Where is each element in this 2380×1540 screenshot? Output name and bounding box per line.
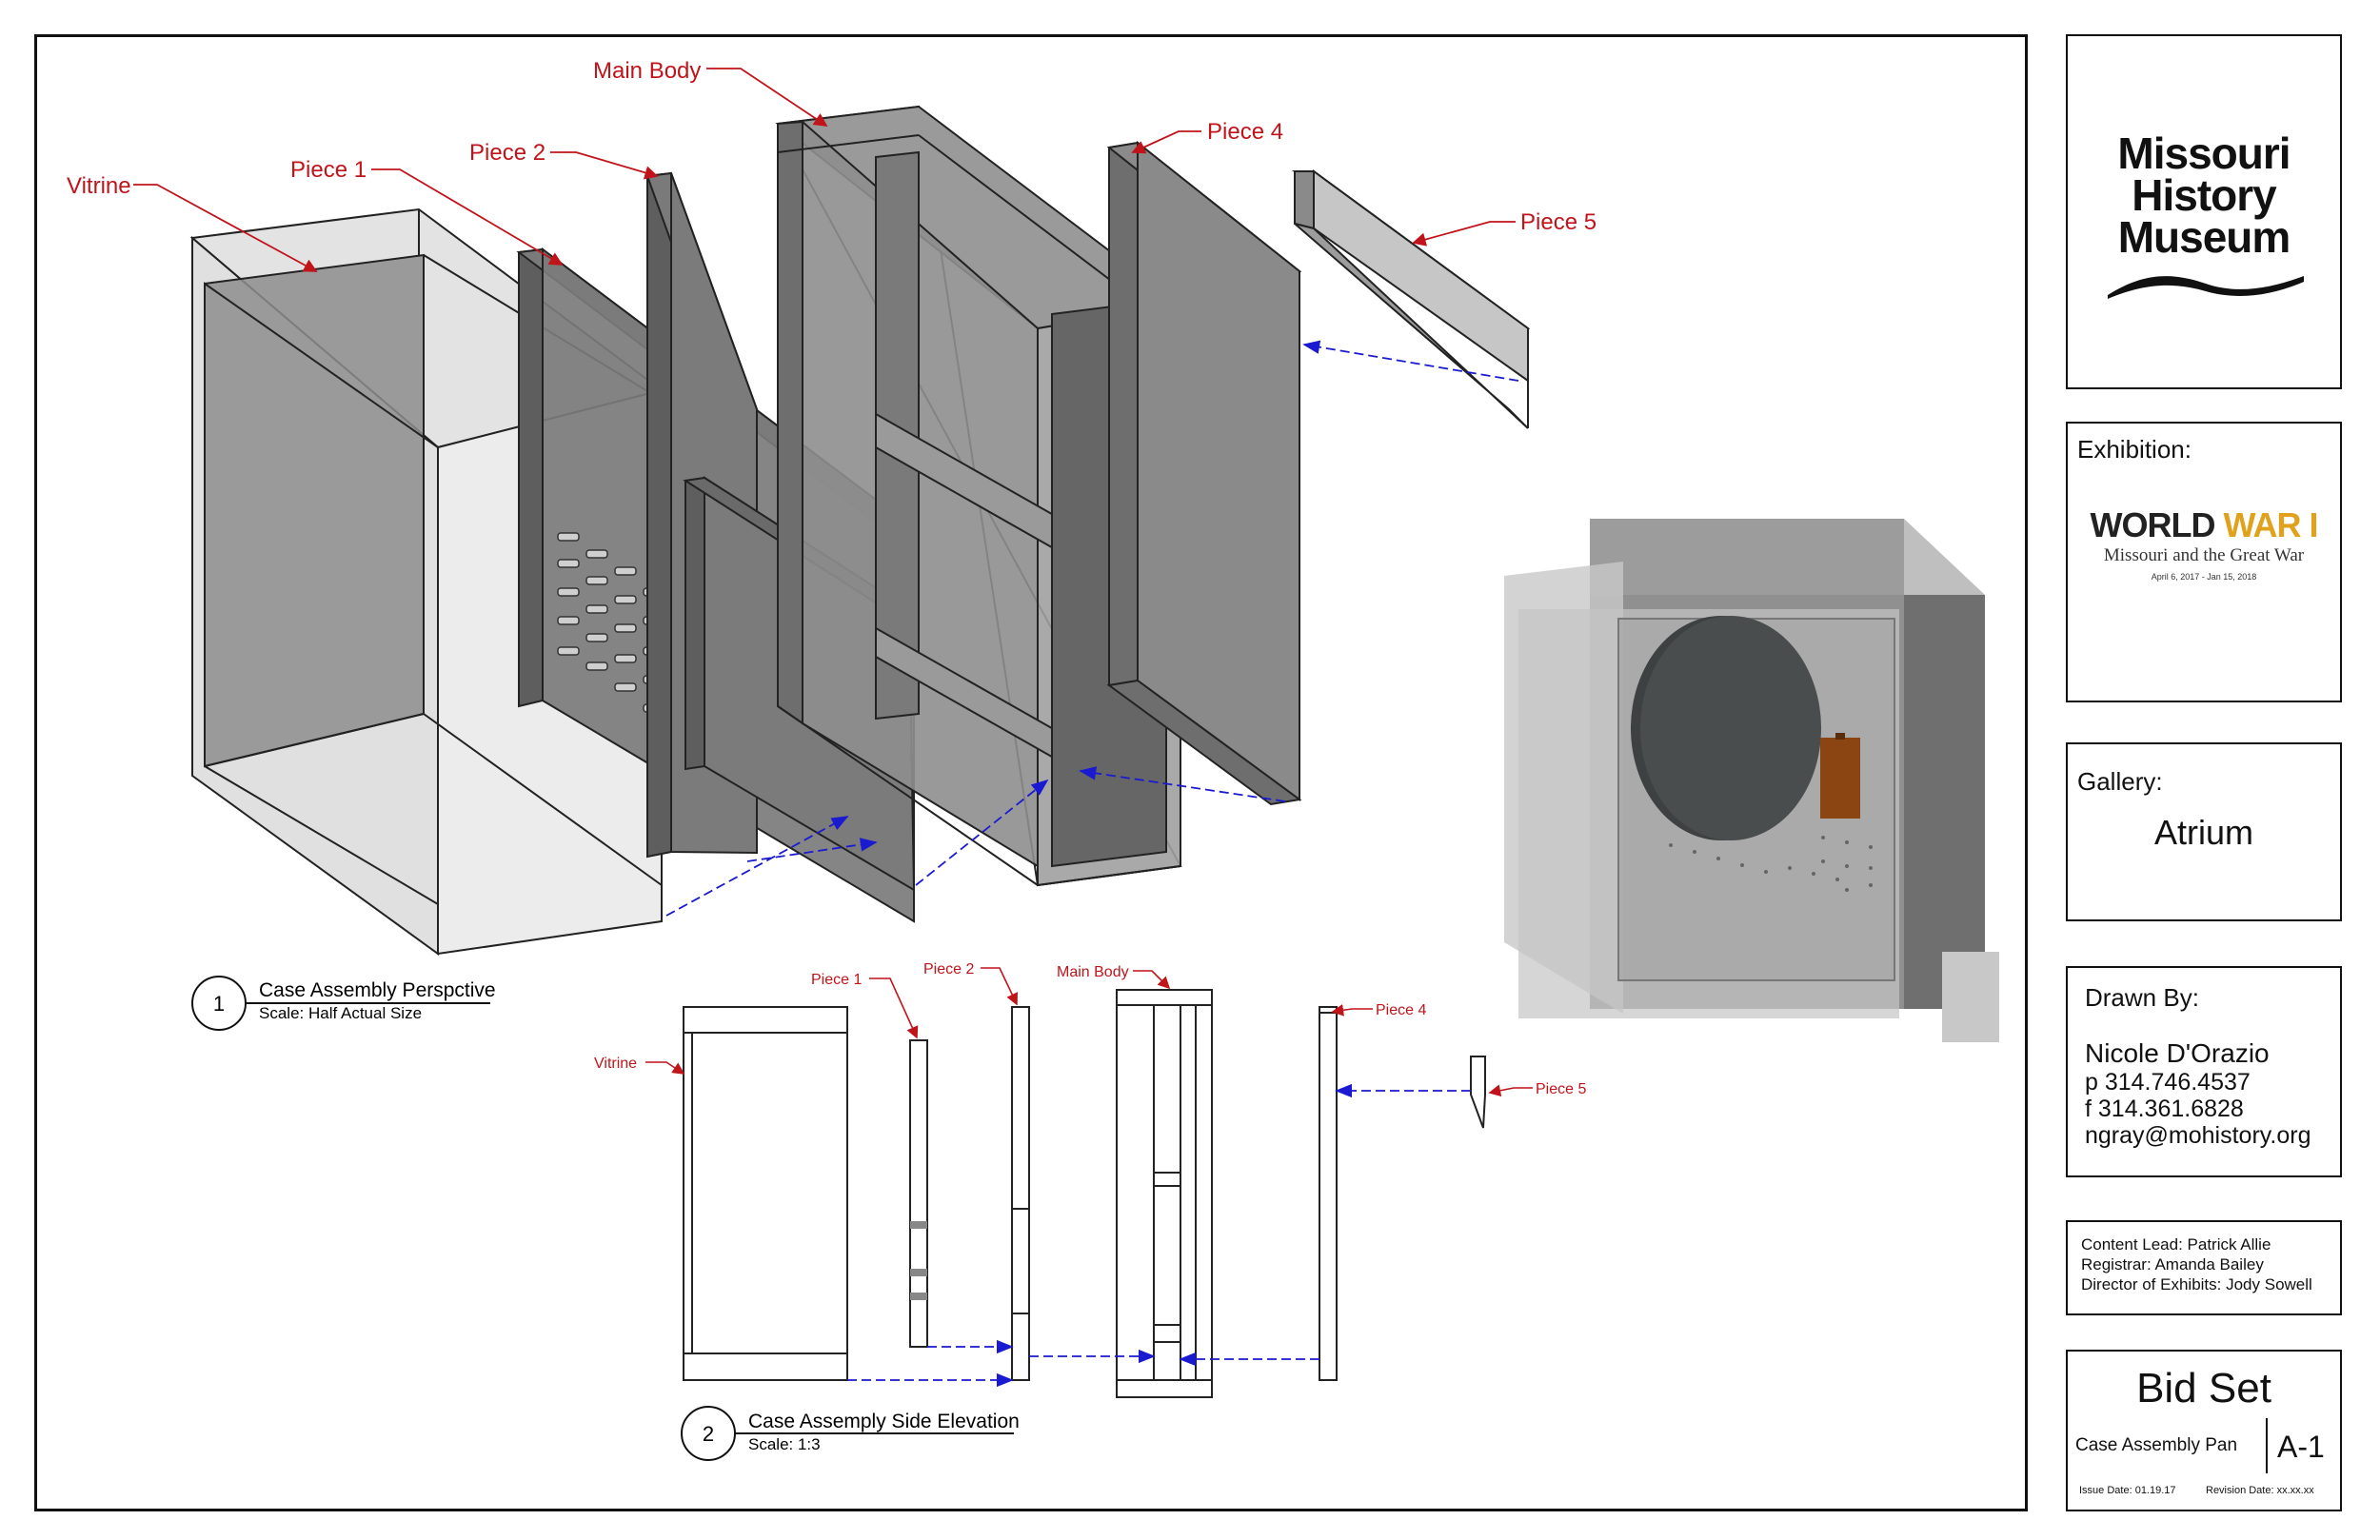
gallery-box: Gallery: Atrium [2066, 742, 2342, 921]
callout-piece2: Piece 2 [469, 140, 545, 166]
assembly-arrows-perspective [665, 340, 1519, 917]
view1-number: 1 [213, 992, 225, 1016]
view1-scale: Scale: Half Actual Size [259, 1004, 422, 1022]
gallery-label: Gallery: [2077, 767, 2163, 796]
drawn-by-box: Drawn By: Nicole D'Orazio p 314.746.4537… [2066, 966, 2342, 1177]
view2-label: 2 Case Assemply Side Elevation Scale: 1:… [681, 1406, 1020, 1461]
view2-scale: Scale: 1:3 [748, 1435, 821, 1453]
drawn-by-label: Drawn By: [2085, 983, 2199, 1012]
logo-wave-icon [2108, 276, 2304, 299]
sheet-info-box: Bid Set Case Assembly Pan A-1 Issue Date… [2066, 1350, 2342, 1511]
elev-callout-piece5: Piece 5 [1536, 1081, 1586, 1097]
exhibition-label: Exhibition: [2077, 435, 2192, 464]
view2-number: 2 [703, 1422, 714, 1446]
callout-piece1: Piece 1 [290, 157, 367, 183]
piece4-perspective [1106, 140, 1302, 806]
logo-line-3: Museum [2117, 212, 2291, 262]
elev-callout-piece2: Piece 2 [923, 961, 974, 977]
sheet-title: Case Assembly Pan [2075, 1435, 2238, 1455]
case-render-preview [1504, 519, 1999, 1042]
staff-box: Content Lead: Patrick Allie Registrar: A… [2066, 1220, 2342, 1315]
callout-piece5: Piece 5 [1520, 209, 1597, 235]
callout-vitrine: Vitrine [67, 173, 131, 199]
exhibition-box: Exhibition: WORLD WAR I Missouri and the… [2066, 422, 2342, 702]
logo-line-2: History [2132, 170, 2276, 220]
exhibition-dates: April 6, 2017 - Jan 15, 2018 [2151, 572, 2257, 582]
callout-leaders [133, 68, 1516, 272]
gallery-name: Atrium [2153, 813, 2253, 852]
content-lead: Content Lead: Patrick Allie [2081, 1235, 2271, 1254]
elev-callout-piece1: Piece 1 [811, 972, 862, 988]
drawn-by-email: ngray@mohistory.org [2085, 1122, 2311, 1149]
exhibition-title: WORLD WAR I [2068, 505, 2340, 545]
assembly-arrows-elevation [847, 1083, 1471, 1388]
set-name: Bid Set [2136, 1365, 2271, 1412]
callout-main-body: Main Body [593, 58, 701, 84]
view2-title: Case Assemply Side Elevation [748, 1411, 1020, 1432]
elev-callout-piece4: Piece 4 [1376, 1002, 1426, 1018]
drawn-by-fax: f 314.361.6828 [2085, 1096, 2244, 1122]
sheet-number: A-1 [2277, 1430, 2325, 1464]
museum-logo-box: Missouri History Museum [2066, 34, 2342, 389]
elev-callout-main-body: Main Body [1057, 964, 1129, 980]
side-elevation [683, 989, 1486, 1398]
drawn-by-name: Nicole D'Orazio [2085, 1038, 2270, 1068]
logo-line-1: Missouri [2117, 128, 2291, 178]
exhibition-subtitle: Missouri and the Great War [2103, 545, 2305, 565]
view1-title: Case Assembly Perspctive [259, 979, 496, 1001]
exhibition-title-part2: WAR I [2223, 505, 2318, 544]
director-of-exhibits: Director of Exhibits: Jody Sowell [2081, 1275, 2312, 1293]
registrar: Registrar: Amanda Bailey [2081, 1255, 2264, 1273]
drawn-by-phone: p 314.746.4537 [2085, 1069, 2251, 1096]
issue-date: Issue Date: 01.19.17 [2079, 1485, 2176, 1496]
piece5-perspective [1292, 169, 1531, 429]
exhibition-title-part1: WORLD [2090, 505, 2216, 544]
elevation-leaders [645, 967, 1533, 1097]
callout-piece4: Piece 4 [1207, 119, 1283, 145]
elev-callout-vitrine: Vitrine [594, 1056, 637, 1072]
revision-date: Revision Date: xx.xx.xx [2206, 1485, 2314, 1496]
view1-label: 1 Case Assembly Perspctive Scale: Half A… [191, 976, 496, 1031]
sheet-divider [2266, 1418, 2268, 1473]
